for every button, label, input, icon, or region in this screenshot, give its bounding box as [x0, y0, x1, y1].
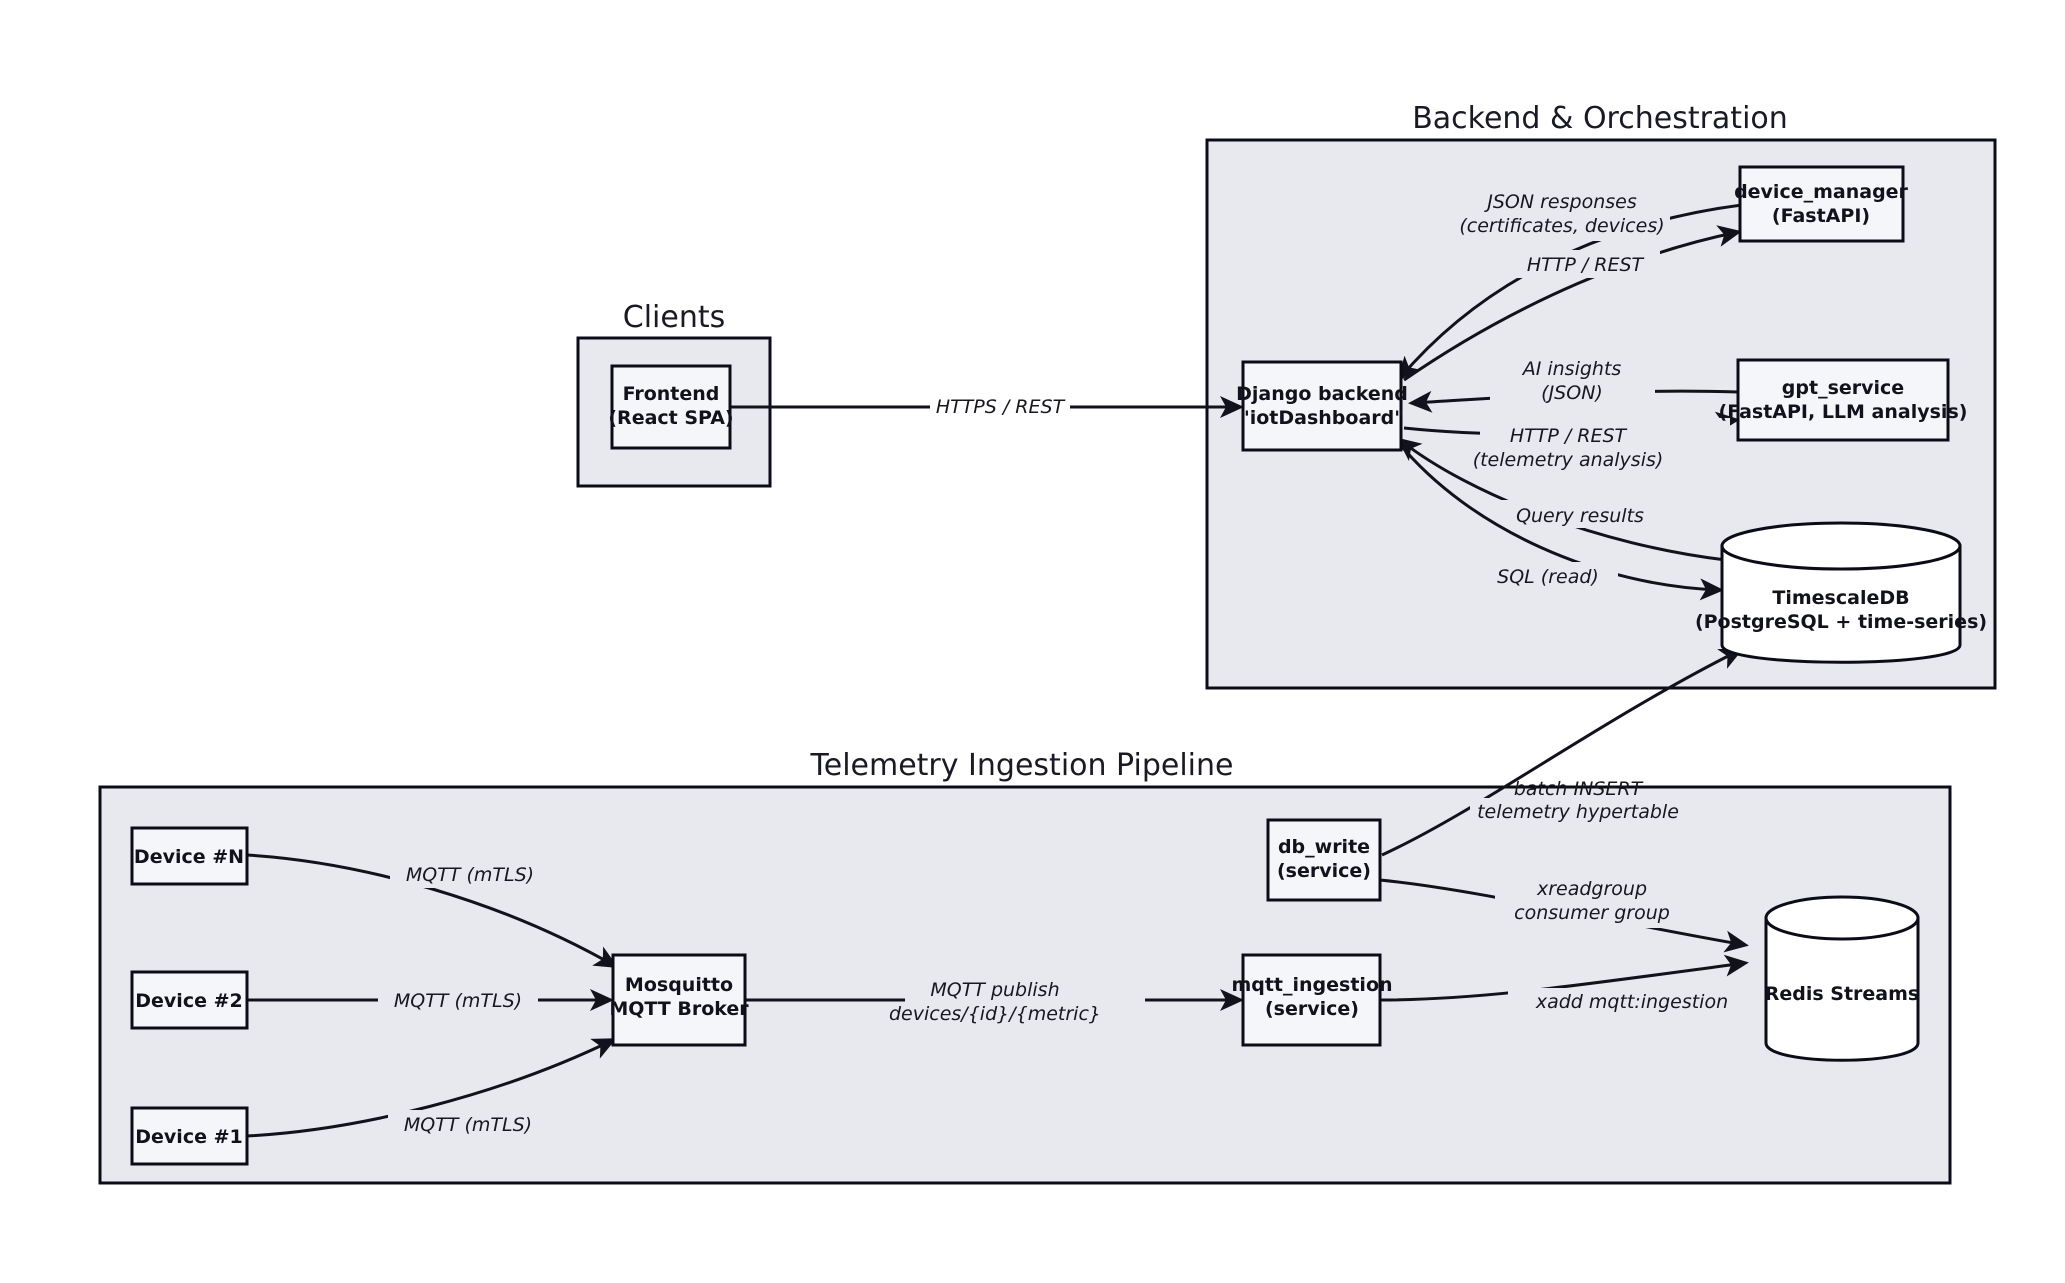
edge-label-xreadgroup-2: consumer group	[1514, 902, 1670, 924]
edge-label-http-rest-gpt-1: HTTP / REST	[1510, 425, 1628, 447]
edge-label-xadd: xadd mqtt:ingestion	[1535, 991, 1728, 1013]
edge-device-n-to-mosquitto	[246, 853, 619, 968]
node-label-redis-streams: Redis Streams	[1765, 983, 1920, 1005]
edge-label-batch-insert-2: telemetry hypertable	[1477, 801, 1679, 823]
edge-label-https-rest: HTTPS / REST	[936, 396, 1066, 418]
node-label-gpt-service-2: (FastAPI, LLM analysis)	[1719, 401, 1968, 423]
edge-label-mqtt-mtls-n: MQTT (mTLS)	[406, 864, 534, 886]
node-label-django-2: "iotDashboard"	[1240, 407, 1404, 429]
node-label-django-1: Django backend	[1236, 383, 1408, 405]
edge-label-mqtt-publish-2: devices/{id}/{metric}	[889, 1003, 1101, 1025]
node-label-db-write-1: db_write	[1278, 836, 1370, 858]
edge-django-to-device-manager	[1403, 225, 1742, 382]
node-label-timescaledb-2: (PostgreSQL + time-series)	[1695, 611, 1987, 633]
node-mqtt-ingestion[interactable]	[1241, 953, 1382, 1047]
node-label-frontend-2: (React SPA)	[608, 407, 733, 429]
edge-label-mqtt-mtls-1: MQTT (mTLS)	[404, 1114, 532, 1136]
node-frontend[interactable]	[610, 364, 732, 450]
node-label-device-2: Device #2	[135, 990, 242, 1012]
node-label-mqtt-ingestion-1: mqtt_ingestion	[1231, 974, 1392, 996]
node-device-2[interactable]	[130, 970, 249, 1030]
node-gpt-service[interactable]	[1736, 358, 1950, 442]
node-label-device-manager-2: (FastAPI)	[1772, 205, 1870, 227]
node-device-1[interactable]	[130, 1106, 249, 1166]
edge-label-ai-insights-1: AI insights	[1521, 358, 1622, 380]
edge-device-1-to-mosquitto	[246, 1038, 617, 1138]
node-device-n[interactable]	[130, 826, 249, 886]
node-redis-streams[interactable]: Redis Streams	[1764, 895, 1920, 1062]
node-mosquitto[interactable]	[611, 953, 747, 1047]
edge-label-batch-insert-1: batch INSERT	[1514, 778, 1644, 800]
node-label-mosquitto-2: MQTT Broker	[609, 998, 749, 1020]
node-timescaledb[interactable]: TimescaleDB (PostgreSQL + time-series)	[1695, 521, 1987, 664]
edge-label-mqtt-mtls-2: MQTT (mTLS)	[394, 990, 522, 1012]
node-label-device-1: Device #1	[135, 1126, 242, 1148]
group-title-pipeline: Telemetry Ingestion Pipeline	[810, 748, 1234, 783]
node-device-manager[interactable]	[1738, 165, 1905, 243]
edge-label-query-results: Query results	[1516, 505, 1644, 527]
node-label-timescaledb-1: TimescaleDB	[1772, 587, 1909, 609]
node-django-backend[interactable]	[1241, 360, 1403, 452]
edge-label-http-rest-dm: HTTP / REST	[1527, 254, 1645, 276]
edge-label-xreadgroup-1: xreadgroup	[1536, 878, 1647, 900]
edge-label-mqtt-publish-1: MQTT publish	[930, 979, 1059, 1001]
edge-label-json-responses-1: JSON responses	[1483, 191, 1637, 213]
node-label-mosquitto-1: Mosquitto	[625, 974, 733, 996]
group-title-clients: Clients	[623, 300, 725, 335]
node-label-gpt-service-1: gpt_service	[1782, 377, 1904, 399]
edge-label-json-responses-2: (certificates, devices)	[1459, 215, 1664, 237]
node-label-mqtt-ingestion-2: (service)	[1265, 998, 1359, 1020]
group-title-backend: Backend & Orchestration	[1412, 101, 1788, 136]
edge-django-to-timescaledb	[1396, 441, 1724, 601]
edge-label-ai-insights-2: (JSON)	[1541, 382, 1603, 404]
node-label-device-n: Device #N	[134, 846, 244, 868]
edge-db-write-to-timescaledb	[1381, 648, 1744, 857]
edge-label-http-rest-gpt-2: (telemetry analysis)	[1473, 449, 1664, 471]
node-db-write[interactable]	[1266, 818, 1382, 902]
node-label-db-write-2: (service)	[1277, 860, 1371, 882]
node-label-device-manager-1: device_manager	[1734, 181, 1908, 203]
node-label-frontend-1: Frontend	[623, 383, 720, 405]
edge-label-sql-read: SQL (read)	[1497, 566, 1599, 588]
